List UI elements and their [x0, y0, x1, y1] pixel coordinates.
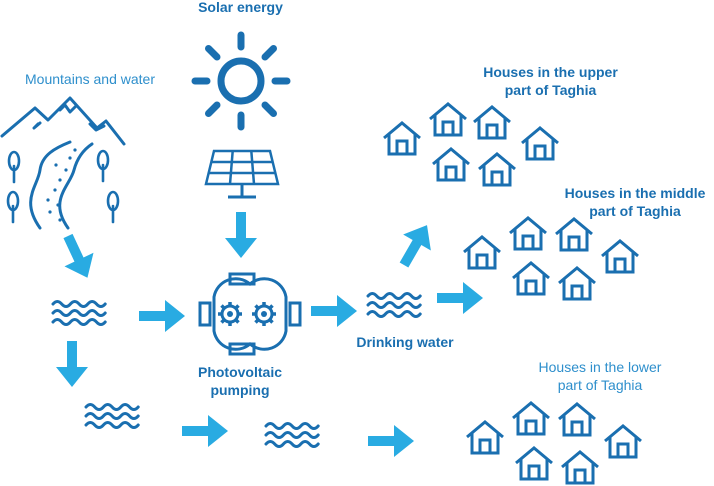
pump-gears-icon — [198, 272, 302, 356]
water-waves-icon — [366, 292, 422, 318]
label-houses-middle: Houses in the middle part of Taghia — [552, 184, 714, 220]
label-houses-upper-line1: Houses in the upper — [483, 64, 618, 80]
solar-panel-icon — [204, 149, 280, 199]
label-mountains-water: Mountains and water — [25, 71, 155, 87]
house-group-upper — [382, 102, 560, 187]
water-waves-icon — [264, 422, 320, 448]
flow-arrow — [139, 300, 185, 332]
water-waves-icon — [51, 300, 107, 326]
label-houses-lower-line1: Houses in the lower — [538, 359, 662, 375]
flow-arrow — [368, 425, 414, 457]
flow-arrow — [53, 229, 102, 285]
label-photovoltaic-line1: Photovoltaic — [197, 364, 282, 380]
label-houses-lower-line2: part of Taghia — [557, 377, 643, 393]
label-houses-upper: Houses in the upper part of Taghia — [463, 63, 638, 99]
house-group-lower — [465, 401, 643, 485]
label-drinking-water: Drinking water — [356, 334, 454, 350]
mountains-river-icon — [0, 96, 126, 230]
label-photovoltaic-line2: pumping — [210, 382, 270, 398]
label-houses-upper-line2: part of Taghia — [504, 82, 597, 98]
label-houses-middle-line1: Houses in the middle — [564, 185, 706, 201]
label-houses-middle-line2: part of Taghia — [589, 203, 681, 219]
sun-icon — [191, 31, 291, 131]
flow-arrow — [311, 295, 357, 327]
house-group-middle — [462, 216, 640, 301]
water-waves-icon — [84, 403, 140, 429]
flow-arrow — [225, 212, 257, 258]
flow-arrow — [390, 217, 441, 273]
flow-arrow — [437, 282, 483, 314]
flow-arrow — [56, 341, 88, 387]
label-solar-energy: Solar energy — [198, 0, 283, 15]
label-photovoltaic-pumping: Photovoltaic pumping — [180, 363, 300, 399]
flow-arrow — [182, 415, 228, 447]
label-houses-lower: Houses in the lower part of Taghia — [520, 358, 680, 394]
